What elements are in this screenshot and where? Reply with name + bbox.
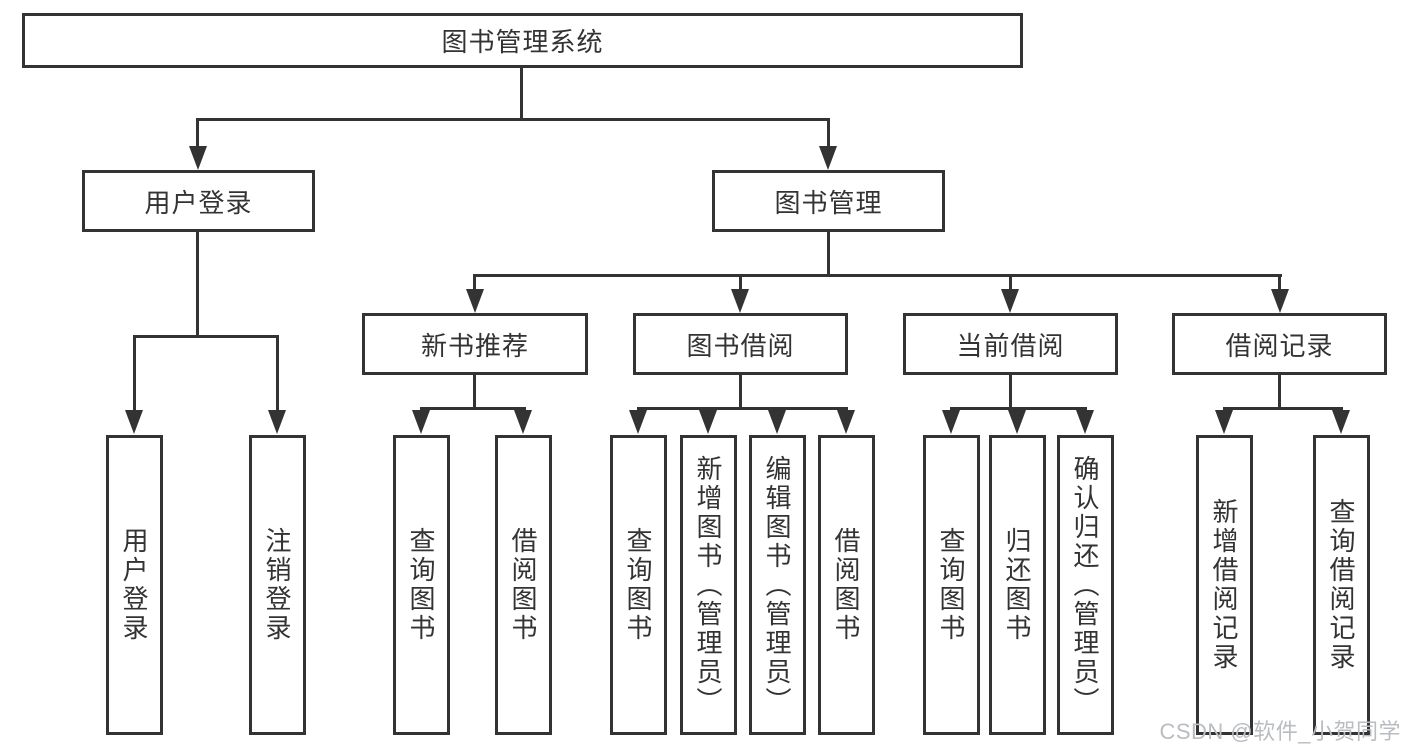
connector-hline — [474, 274, 1282, 277]
leaf-logout: 注销登录 — [249, 435, 306, 735]
connector-vline — [276, 335, 279, 413]
arrowhead-down — [268, 410, 286, 434]
leaf-bw-query-book: 查询图书 — [610, 435, 667, 735]
leaf-br-query-record-label: 查询借阅记录 — [1326, 498, 1356, 672]
connector-vline — [473, 274, 476, 292]
leaf-bw-add-book: 新增图书（管理员） — [680, 435, 737, 735]
arrowhead-down — [1001, 289, 1019, 313]
leaf-user-login-label: 用户登录 — [119, 527, 149, 643]
arrowhead-down — [412, 410, 430, 434]
arrowhead-down — [1332, 410, 1350, 434]
connector-hline — [637, 407, 848, 410]
connector-vline — [473, 375, 476, 409]
node-new-book-rec: 新书推荐 — [362, 313, 588, 375]
connector-vline — [1009, 375, 1012, 409]
arrowhead-down — [837, 410, 855, 434]
arrowhead-down — [1271, 289, 1289, 313]
connector-vline — [739, 375, 742, 409]
csdn-watermark: CSDN @软件_小贺同学 — [1159, 719, 1401, 744]
connector-vline — [1009, 274, 1012, 292]
leaf-nb-borrow-book-label: 借阅图书 — [508, 527, 538, 643]
leaf-logout-label: 注销登录 — [262, 527, 292, 643]
arrowhead-down — [189, 146, 207, 170]
node-book-borrow-label: 图书借阅 — [686, 330, 795, 361]
connector-vline — [739, 274, 742, 292]
arrowhead-down — [699, 410, 717, 434]
leaf-cb-query-book-label: 查询图书 — [936, 527, 966, 643]
leaf-bw-query-book-label: 查询图书 — [623, 527, 653, 643]
node-borrow-records: 借阅记录 — [1172, 313, 1387, 375]
node-user-login: 用户登录 — [82, 170, 315, 232]
leaf-cb-confirm-return-label: 确认归还（管理员） — [1070, 454, 1100, 716]
arrowhead-down — [731, 289, 749, 313]
leaf-cb-query-book: 查询图书 — [923, 435, 980, 735]
node-root-label: 图书管理系统 — [441, 27, 604, 57]
arrowhead-down — [466, 289, 484, 313]
connector-vline — [520, 68, 523, 120]
leaf-cb-confirm-return: 确认归还（管理员） — [1057, 435, 1114, 735]
leaf-bw-borrow-book: 借阅图书 — [818, 435, 875, 735]
node-new-book-rec-label: 新书推荐 — [420, 330, 529, 361]
connector-hline — [1223, 407, 1343, 410]
connector-vline — [1278, 274, 1281, 292]
connector-vline — [196, 232, 199, 337]
arrowhead-down — [514, 410, 532, 434]
connector-vline — [1278, 375, 1281, 409]
node-current-borrow-label: 当前借阅 — [956, 330, 1065, 361]
node-book-borrow: 图书借阅 — [633, 313, 848, 375]
arrowhead-down — [1076, 410, 1094, 434]
node-current-borrow: 当前借阅 — [903, 313, 1118, 375]
leaf-bw-edit-book: 编辑图书（管理员） — [749, 435, 806, 735]
leaf-cb-return-book: 归还图书 — [989, 435, 1046, 735]
node-book-mgmt-label: 图书管理 — [774, 187, 883, 218]
connector-vline — [196, 118, 199, 150]
leaf-nb-query-book: 查询图书 — [393, 435, 450, 735]
leaf-nb-query-book-label: 查询图书 — [406, 527, 436, 643]
arrowhead-down — [1008, 410, 1026, 434]
connector-vline — [827, 232, 830, 276]
leaf-br-query-record: 查询借阅记录 — [1313, 435, 1370, 735]
leaf-bw-edit-book-label: 编辑图书（管理员） — [762, 454, 792, 716]
leaf-cb-return-book-label: 归还图书 — [1002, 527, 1032, 643]
arrowhead-down — [768, 410, 786, 434]
node-root: 图书管理系统 — [22, 13, 1023, 68]
connector-vline — [827, 118, 830, 150]
node-user-login-label: 用户登录 — [144, 187, 253, 218]
connector-hline — [197, 118, 830, 121]
leaf-br-add-record: 新增借阅记录 — [1196, 435, 1253, 735]
arrowhead-down — [629, 410, 647, 434]
connector-hline — [420, 407, 526, 410]
arrowhead-down — [1215, 410, 1233, 434]
leaf-nb-borrow-book: 借阅图书 — [495, 435, 552, 735]
leaf-user-login: 用户登录 — [106, 435, 163, 735]
connector-hline — [133, 335, 279, 338]
node-borrow-records-label: 借阅记录 — [1225, 330, 1334, 361]
arrowhead-down — [819, 146, 837, 170]
connector-vline — [133, 335, 136, 413]
leaf-bw-add-book-label: 新增图书（管理员） — [693, 454, 723, 716]
arrowhead-down — [942, 410, 960, 434]
leaf-bw-borrow-book-label: 借阅图书 — [831, 527, 861, 643]
leaf-br-add-record-label: 新增借阅记录 — [1209, 498, 1239, 672]
arrowhead-down — [125, 410, 143, 434]
node-book-mgmt: 图书管理 — [712, 170, 945, 232]
